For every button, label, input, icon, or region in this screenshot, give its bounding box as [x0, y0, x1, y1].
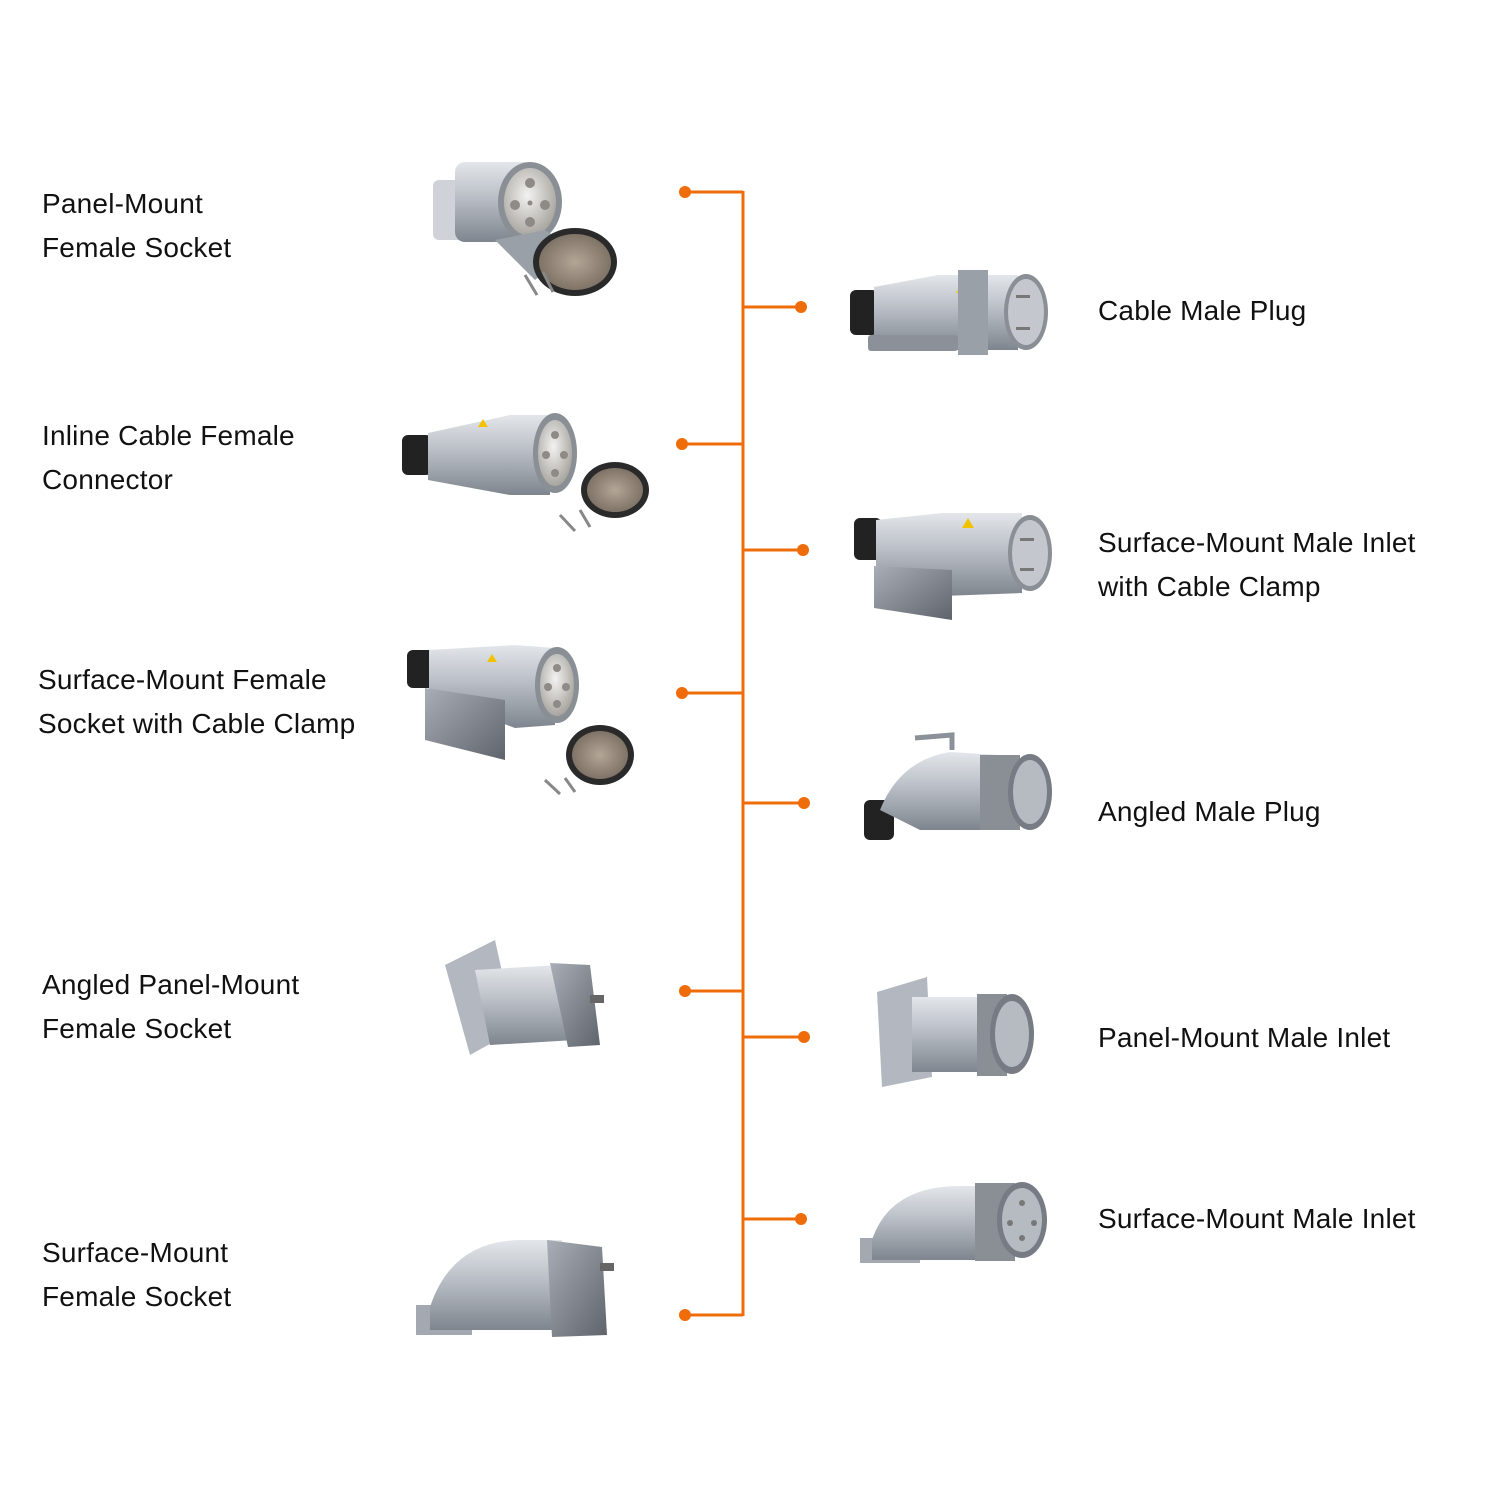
surface-mount-male-inlet-cable-clamp-image — [854, 513, 1052, 620]
branch-dot-left-3 — [676, 687, 688, 699]
branch-dot-right-5 — [795, 1213, 807, 1225]
panel-mount-male-inlet-image — [877, 977, 1034, 1087]
branch-dot-right-4 — [798, 1031, 810, 1043]
label-angled-male-plug: Angled Male Plug — [1098, 796, 1321, 827]
panel-mount-female-socket-image — [433, 162, 617, 296]
label-angled-panel-mount-female-socket: Angled Panel-Mount Female Socket — [42, 969, 300, 1044]
label-panel-mount-female-socket: Panel-Mount Female Socket — [42, 188, 232, 263]
inline-cable-female-connector-image — [402, 413, 649, 533]
label-surface-mount-female-socket-cable-clamp: Surface-Mount Female Socket with Cable C… — [38, 664, 356, 739]
surface-mount-female-socket-image — [416, 1240, 614, 1337]
branch-dot-left-2 — [676, 438, 688, 450]
angled-panel-mount-female-socket-image — [445, 940, 604, 1055]
label-surface-mount-male-inlet: Surface-Mount Male Inlet — [1098, 1203, 1416, 1234]
angled-male-plug-image — [864, 732, 1052, 840]
label-cable-male-plug: Cable Male Plug — [1098, 295, 1307, 326]
label-panel-mount-male-inlet: Panel-Mount Male Inlet — [1098, 1022, 1391, 1053]
branch-dot-left-1 — [679, 186, 691, 198]
branch-dot-left-5 — [679, 1309, 691, 1321]
branch-dot-right-2 — [797, 544, 809, 556]
label-surface-mount-male-inlet-cable-clamp: Surface-Mount Male Inlet with Cable Clam… — [1098, 527, 1416, 602]
label-surface-mount-female-socket: Surface-Mount Female Socket — [42, 1237, 232, 1312]
label-inline-cable-female-connector: Inline Cable Female Connector — [42, 420, 295, 495]
branch-dot-right-1 — [795, 301, 807, 313]
surface-mount-male-inlet-image — [860, 1182, 1047, 1263]
branch-dot-right-3 — [798, 797, 810, 809]
cable-male-plug-image — [850, 270, 1048, 355]
branch-dot-left-4 — [679, 985, 691, 997]
surface-mount-female-socket-cable-clamp-image — [407, 645, 634, 796]
